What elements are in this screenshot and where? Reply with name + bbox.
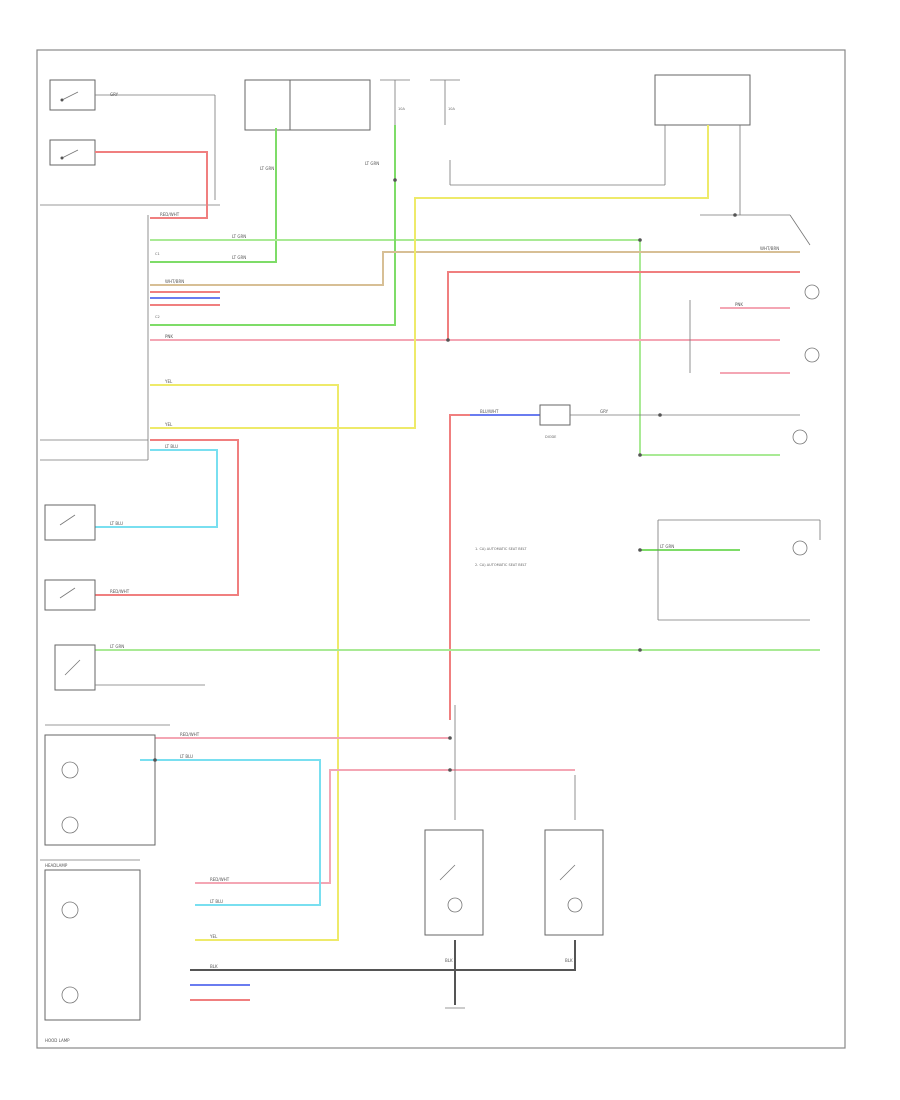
wire-yellow <box>150 384 339 941</box>
wire-code-label: LT BLU <box>210 899 223 904</box>
wire-yellow-upper <box>150 125 709 429</box>
corner-label: HOOD LAMP <box>45 1038 70 1043</box>
wire-code-label: BLU/WHT <box>480 409 499 414</box>
wire-red-diode <box>449 414 505 720</box>
body-control-connector <box>40 215 149 461</box>
diagram-frame <box>36 49 846 1049</box>
wire-red-top <box>95 151 208 219</box>
wire-code-label: RED/WHT <box>210 877 230 882</box>
diode-label: DIODE <box>545 435 556 439</box>
left-header: HEADLAMP <box>45 863 68 868</box>
wire-code-label: LT GRN <box>660 544 674 549</box>
bottom-left-modules <box>40 724 170 1021</box>
wire-pink-bottom <box>195 769 575 884</box>
wire-code-label: LT GRN <box>232 234 246 239</box>
wire-green-center <box>150 125 396 326</box>
wire-code-label: PNK <box>165 334 173 339</box>
top-left-switches <box>40 79 220 206</box>
wire-code-label: BLK <box>210 964 218 969</box>
right-components <box>657 214 821 621</box>
wire-code-label: LT BLU <box>180 754 193 759</box>
wire-code-label: BLK <box>445 958 453 963</box>
wire-code-label: LT GRN <box>232 255 246 260</box>
top-fuse-boxes <box>244 74 751 215</box>
diode-box <box>539 404 571 426</box>
note-line: 1. CA) AUTOMATIC SEAT BELT <box>475 547 527 551</box>
wire-code-label: RED/WHT <box>180 732 200 737</box>
wire-pink-upper <box>447 271 800 340</box>
connector-label: C1 <box>155 252 160 256</box>
wire-ground <box>190 940 576 971</box>
fuse-label: 10A <box>398 107 405 111</box>
wire-code-label: LT GRN <box>110 644 124 649</box>
wire-red-left <box>95 439 239 596</box>
courtesy-lamps <box>424 705 604 1009</box>
wire-code-label: LT GRN <box>365 161 379 166</box>
wire-code-label: GRY <box>600 409 609 414</box>
wire-code-label: LT GRN <box>260 166 274 171</box>
wire-code-label: YEL <box>164 422 173 427</box>
connector-label: C2 <box>155 315 160 319</box>
wire-code-label: LT BLU <box>165 444 178 449</box>
wire-cyan-left <box>95 449 218 528</box>
wire-cyan-bottom <box>140 759 321 906</box>
wire-code-label: RED/WHT <box>160 212 180 217</box>
fuse-label: 10A <box>448 107 455 111</box>
wire-code-label: WHT/BRN <box>760 246 779 251</box>
wire-tan <box>150 251 800 286</box>
junction-dots <box>153 178 737 772</box>
left-switches-mid <box>44 504 205 691</box>
wire-code-label: LT BLU <box>110 521 123 526</box>
note-line: 2. CA) AUTOMATIC SEAT BELT <box>475 563 527 567</box>
wire-code-label: GRY <box>110 92 119 97</box>
wire-code-label: PNK <box>735 302 743 307</box>
wire-code-label: BLK <box>565 958 573 963</box>
wire-green-top <box>150 128 277 263</box>
wire-code-label: YEL <box>209 934 218 939</box>
wire-code-label: RED/WHT <box>110 589 130 594</box>
wire-code-label: WHT/BRN <box>165 279 184 284</box>
wire-code-label: YEL <box>164 379 173 384</box>
